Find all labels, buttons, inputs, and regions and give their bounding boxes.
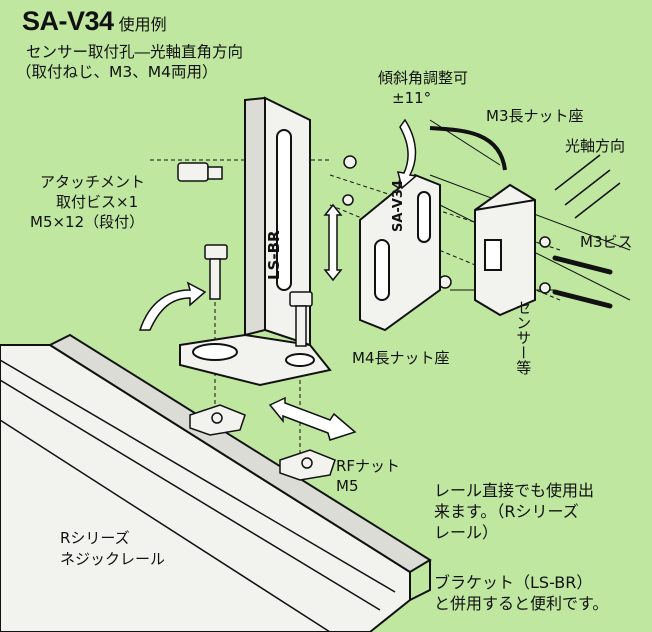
- label-rail-1: Rシリーズ: [60, 529, 130, 547]
- model-title-suffix: 使用例: [118, 15, 167, 34]
- label-m3-screw: M3ビス: [580, 233, 633, 251]
- bracket-ls-br: [179, 96, 332, 387]
- label-rf-nut-2: M5: [336, 477, 359, 495]
- subtitle-line2: （取付ねじ、M3、M4両用）: [16, 63, 218, 81]
- label-attachment-1: アタッチメント: [40, 173, 146, 191]
- note-bracket-combo: ブラケット（LS-BR） と併用すると便利です。: [434, 573, 609, 614]
- screws: [177, 155, 613, 347]
- label-tilt-adjust: 傾斜角調整可: [378, 69, 469, 87]
- label-attachment-3: M5×12（段付）: [30, 213, 145, 231]
- label-optical-axis: 光軸方向: [565, 137, 626, 155]
- label-plate-name: SA-V34: [391, 179, 406, 232]
- rail: [0, 333, 432, 632]
- label-attachment-2: 取付ビス×1: [56, 193, 139, 211]
- label-tilt-angle: ±11°: [392, 89, 432, 107]
- rf-nuts: [189, 404, 336, 481]
- sensor: [429, 126, 536, 317]
- label-m3-nut-seat: M3長ナット座: [486, 107, 584, 125]
- label-rf-nut-1: RFナット: [336, 457, 401, 475]
- motion-arrows: [138, 118, 621, 441]
- label-m4-nut-seat: M4長ナット座: [352, 349, 450, 367]
- note-rail-direct: レール直接でも使用出 来ます。（Rシリーズ レール）: [434, 481, 595, 543]
- label-sensor-etc: センサー等: [514, 300, 533, 375]
- label-bracket-name: LS-BR: [265, 230, 283, 280]
- model-title: SA-V34: [22, 6, 114, 36]
- subtitle-line1: センサー取付孔―光軸直角方向: [26, 43, 244, 61]
- adapter-plate-sa-v34: [359, 173, 441, 332]
- label-rail-2: ネジックレール: [60, 550, 166, 568]
